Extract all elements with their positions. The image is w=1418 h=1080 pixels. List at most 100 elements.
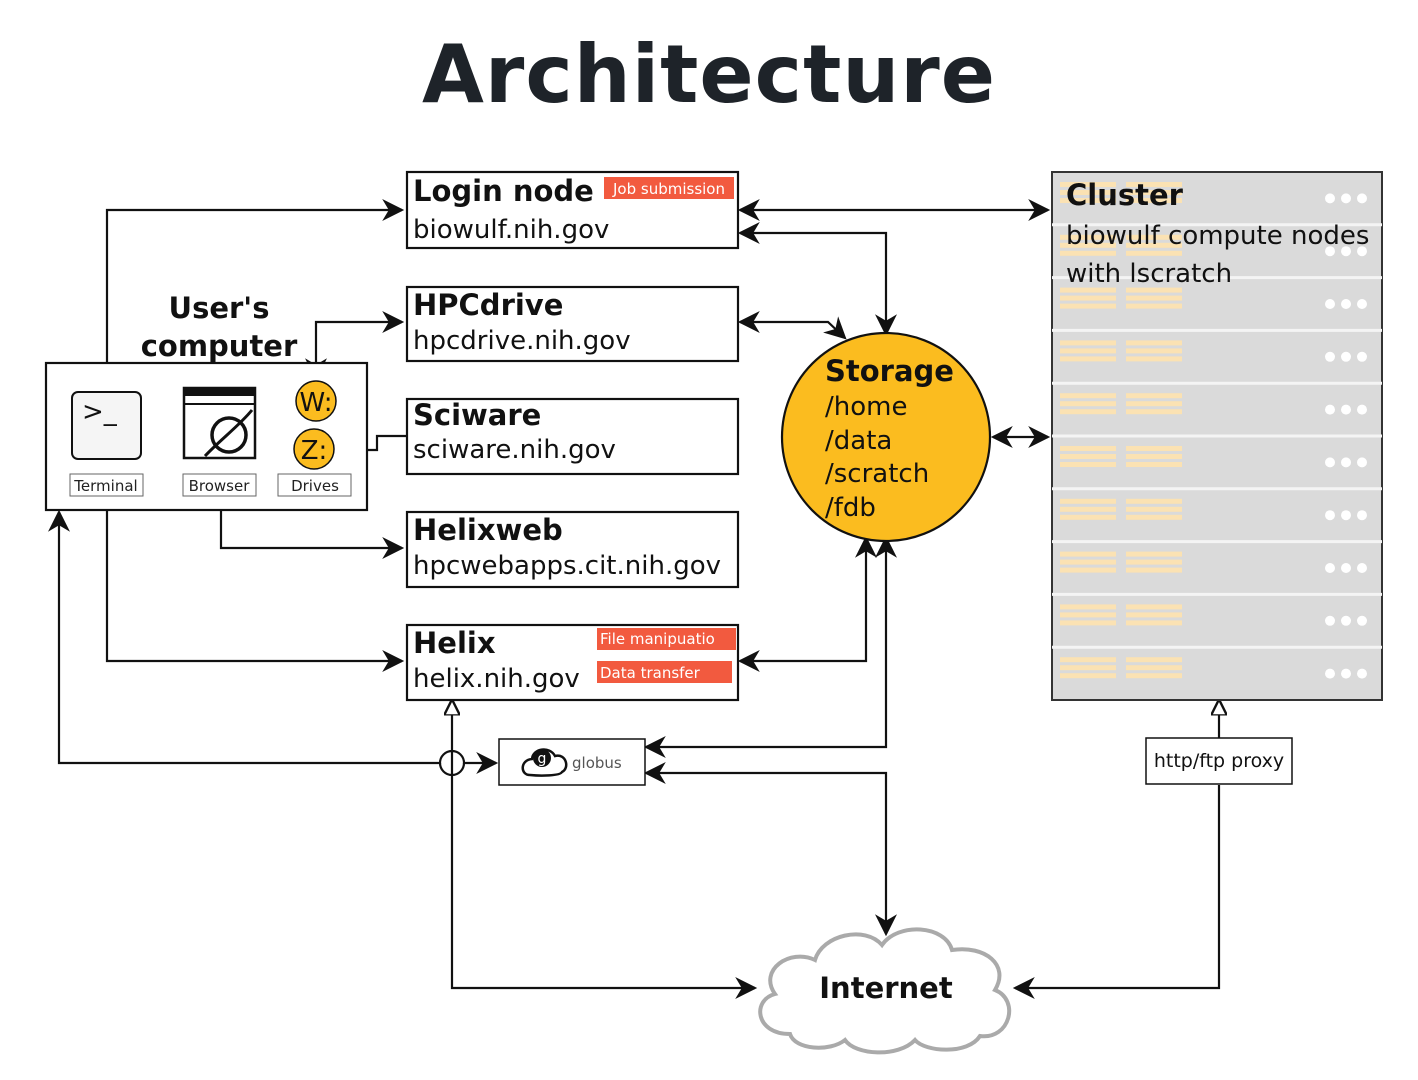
server-led-icon	[1357, 510, 1367, 521]
sciware-box[interactable]	[405, 397, 740, 476]
file-manipulation-label: File manipuatio	[600, 630, 715, 648]
hpcdrive-node[interactable]: HPCdrive hpcdrive.nih.gov	[405, 285, 740, 363]
storage-title: Storage	[825, 354, 954, 388]
sciware-host: sciware.nih.gov	[413, 435, 616, 465]
server-bar	[1060, 182, 1116, 187]
terminal[interactable]: >_ Terminal	[69, 391, 144, 497]
server-bar	[1060, 409, 1116, 415]
connections	[48, 199, 1221, 999]
storage-path-fdb: /fdb	[825, 493, 876, 523]
server-row	[1052, 540, 1382, 573]
server-row	[1060, 182, 1367, 204]
terminal-login-arrow	[105, 199, 405, 392]
server-bar	[1126, 657, 1182, 663]
server-bar	[1060, 498, 1116, 504]
server-bar	[1060, 234, 1116, 240]
helixweb-node[interactable]: Helixweb hpcwebapps.cit.nih.gov	[405, 510, 740, 589]
storage[interactable]: Storage /home /data /scratch /fdb	[780, 331, 992, 543]
server-led-icon	[1341, 510, 1351, 521]
cluster[interactable]: Cluster biowulf compute nodes with lscra…	[1051, 171, 1383, 701]
login-node[interactable]: Login node biowulf.nih.gov Job submissio…	[405, 170, 740, 250]
http-ftp-proxy[interactable]: http/ftp proxy	[1145, 737, 1293, 785]
server-bar	[1060, 295, 1116, 301]
server-bar	[1126, 462, 1182, 467]
server-row	[1052, 592, 1382, 626]
helix-node[interactable]: Helix helix.nih.gov File manipuatio Data…	[405, 623, 740, 702]
server-bar	[1060, 356, 1116, 362]
server-bar	[1060, 559, 1116, 565]
sciware-name: Sciware	[413, 398, 541, 432]
server-led-icon	[1325, 246, 1335, 257]
server-bar	[1060, 348, 1116, 354]
globus-logo-letter: g	[538, 751, 547, 767]
server-bar	[1060, 567, 1116, 573]
server-led-icon	[1357, 457, 1367, 468]
server-bar	[1126, 340, 1182, 346]
server-bar	[1126, 190, 1182, 195]
internet-proxy-arrow	[1012, 785, 1221, 999]
server-bar	[1126, 612, 1182, 618]
helix-name: Helix	[413, 626, 496, 660]
helixweb-host: hpcwebapps.cit.nih.gov	[413, 551, 721, 581]
server-bar	[1126, 498, 1182, 504]
browser-label: Browser	[189, 477, 251, 495]
server-bar	[1126, 673, 1182, 679]
server-led-icon	[1325, 193, 1335, 204]
cluster-title: Cluster	[1066, 178, 1184, 212]
server-bar	[1126, 198, 1182, 203]
server-led-icon	[1357, 615, 1367, 626]
sciware-node[interactable]: Sciware sciware.nih.gov	[405, 397, 740, 476]
line-hop	[438, 762, 466, 777]
server-bar	[1126, 551, 1182, 557]
internet-helix-arrow	[452, 701, 755, 988]
terminal-icon[interactable]	[71, 391, 142, 460]
proxy-box[interactable]	[1145, 737, 1293, 785]
internet[interactable]: Internet	[758, 927, 1012, 1055]
server-led-icon	[1341, 668, 1351, 679]
login-storage-arrow	[737, 222, 897, 337]
server-bar	[1060, 303, 1116, 309]
drives[interactable]: W: Z: Drives	[277, 380, 352, 497]
server-bar	[1060, 287, 1116, 293]
drive-w-icon[interactable]	[295, 380, 337, 422]
globus[interactable]: g globus	[498, 738, 646, 786]
terminal-glyph: >_	[82, 397, 118, 427]
server-led-icon	[1325, 668, 1335, 679]
server-led-icon	[1341, 457, 1351, 468]
internet-cloud-icon[interactable]	[758, 927, 1012, 1055]
server-bar	[1060, 665, 1116, 671]
helix-storage-arrow	[737, 535, 877, 672]
storage-path-data: /data	[825, 426, 892, 456]
server-bar	[1060, 673, 1116, 679]
drives-label-box	[277, 473, 352, 497]
server-bar	[1126, 620, 1182, 626]
users-computer: User's computer >_ Terminal Browser W	[44, 291, 369, 512]
hpcdrive-box[interactable]	[405, 285, 740, 363]
server-bar	[1126, 348, 1182, 354]
server-bar	[1126, 567, 1182, 573]
server-led-icon	[1325, 563, 1335, 573]
helixweb-box[interactable]	[405, 510, 740, 589]
hpcdrive-name: HPCdrive	[413, 288, 563, 322]
storage-path-home: /home	[825, 392, 907, 422]
server-led-icon	[1325, 404, 1335, 415]
server-bar	[1060, 612, 1116, 618]
terminal-label: Terminal	[73, 477, 137, 495]
users-computer-label-line1: User's	[169, 291, 270, 325]
terminal-helix-arrow	[105, 500, 405, 672]
storage-circle[interactable]	[780, 331, 992, 543]
server-bar	[1126, 446, 1182, 451]
globus-box[interactable]	[498, 738, 646, 786]
server-bar	[1060, 454, 1116, 459]
server-led-icon	[1325, 457, 1335, 468]
globus-internet-arrow	[643, 762, 897, 937]
server-row	[1052, 328, 1382, 362]
storage-path-scratch: /scratch	[825, 459, 929, 489]
file-manipulation-tag	[597, 628, 736, 650]
drive-z-icon[interactable]	[293, 428, 335, 470]
server-bar	[1126, 295, 1182, 301]
server-bar	[1060, 551, 1116, 557]
server-bar	[1060, 506, 1116, 512]
browser-icon[interactable]	[182, 386, 257, 460]
browser[interactable]: Browser	[182, 386, 257, 497]
